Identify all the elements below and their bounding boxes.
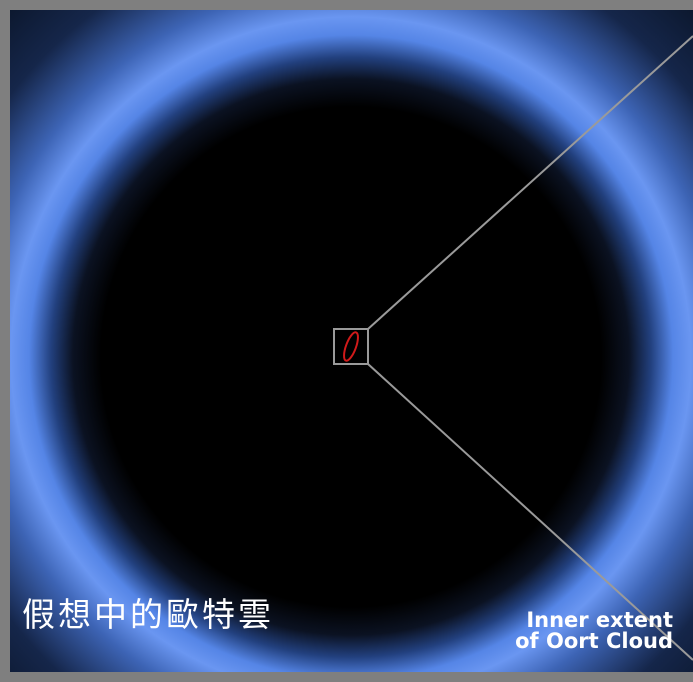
oort-cloud-view xyxy=(10,10,693,672)
diagram-title: 假想中的歐特雲 xyxy=(22,595,274,634)
inner-extent-caption: Inner extent of Oort Cloud xyxy=(515,610,673,652)
inner-orbit-ellipse[interactable] xyxy=(341,331,361,363)
caption-line-2: of Oort Cloud xyxy=(515,629,673,653)
caption-line-1: Inner extent xyxy=(526,608,673,632)
